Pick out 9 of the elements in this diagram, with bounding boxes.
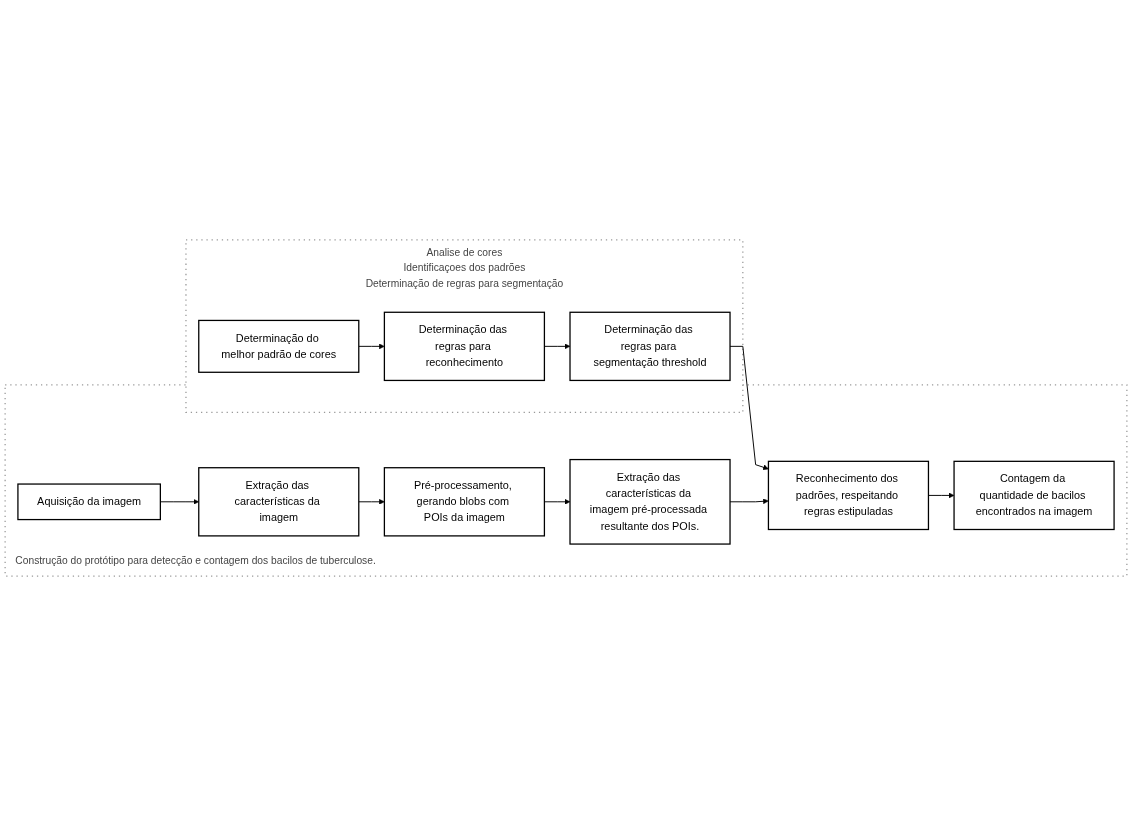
node-box: Determinação do melhor padrão de cores xyxy=(198,319,360,373)
node-box: Extração das características da imagem xyxy=(198,467,360,537)
node-box: Aquisição da imagem xyxy=(17,483,161,521)
node-box: Contagem da quantidade de bacilos encontrados na imagem xyxy=(953,460,1115,531)
node-box: Reconhecimento dos padrões, respeitando regras estipuladas xyxy=(767,460,930,531)
node-box: Determinação das regras para segmentação threshold xyxy=(569,311,731,382)
node-box: Extração das características da imagem pré-processada resultante dos POIs. xyxy=(569,458,731,545)
node-box: Pré-processamento, gerando blobs com POIs da imagem xyxy=(383,467,546,537)
node-box: Determinação das regras para reconhecimento xyxy=(383,311,546,382)
